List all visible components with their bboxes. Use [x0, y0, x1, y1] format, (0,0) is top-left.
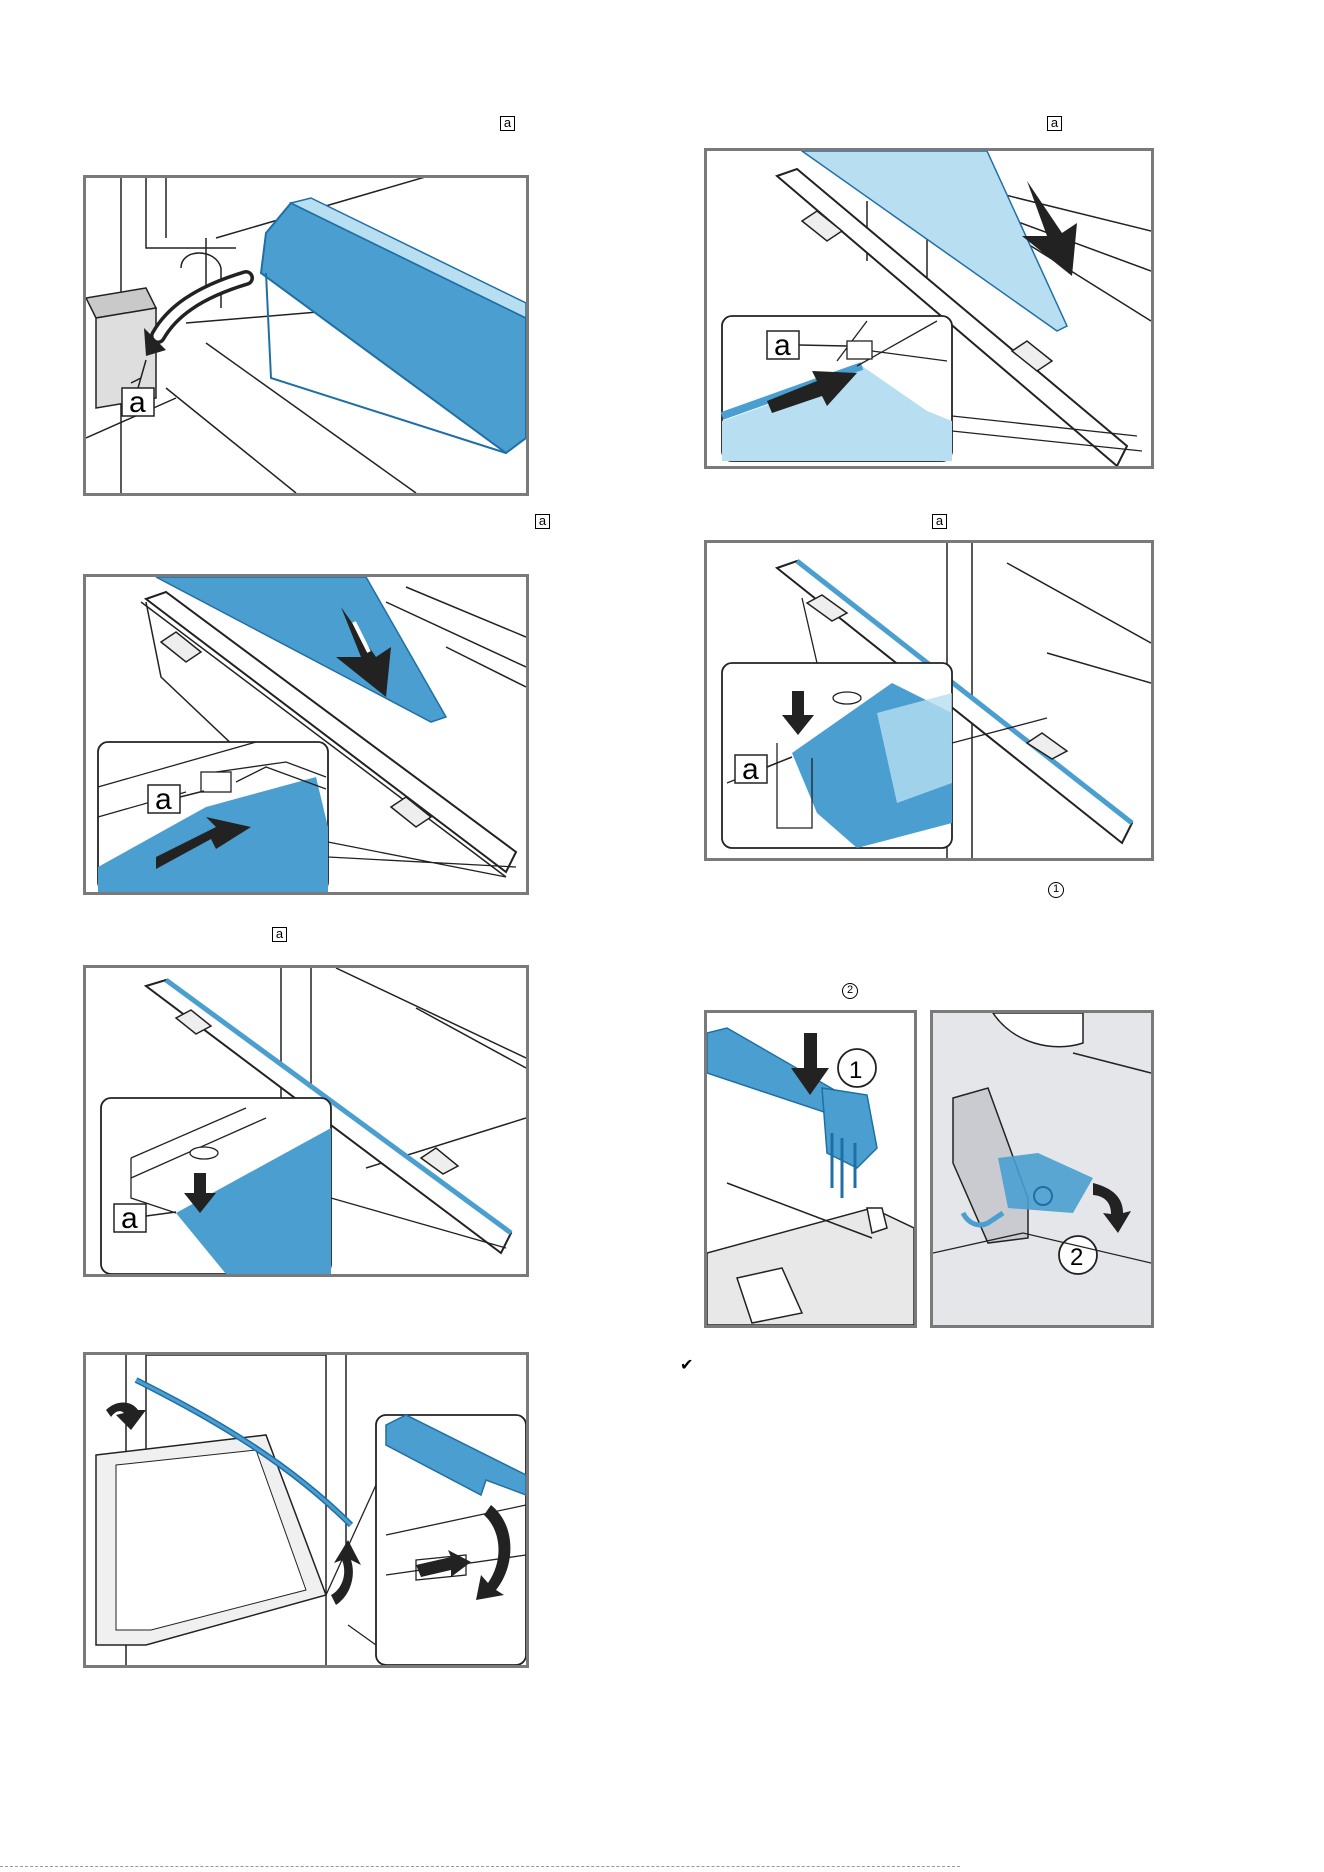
figure-lock-press-down: 1: [704, 1010, 917, 1328]
marker-step-1: 1: [1048, 882, 1064, 898]
figure-7a-label: 1: [849, 1057, 862, 1084]
figure-remove-clip: a: [83, 175, 529, 496]
figure-3-label: a: [121, 1202, 138, 1235]
figure-7b-label: 2: [1070, 1244, 1083, 1271]
check-icon: ✔: [680, 1358, 693, 1374]
figure-3-drawing: a: [86, 968, 526, 1274]
figure-5-drawing: a: [707, 151, 1151, 466]
figure-5-label: a: [774, 329, 791, 362]
figure-6-drawing: a: [707, 543, 1151, 858]
marker-a-4: a: [1047, 116, 1062, 131]
figure-6-label: a: [742, 753, 759, 786]
figure-fit-seal-in-oven: [83, 1352, 529, 1668]
marker-a-2: a: [535, 514, 550, 529]
figure-insert-pane-left: a: [83, 574, 529, 895]
page-footer-rule: [0, 1866, 960, 1867]
marker-a-1: a: [500, 116, 515, 131]
figure-7a-drawing: 1: [707, 1013, 914, 1325]
marker-a-3: a: [272, 927, 287, 942]
figure-1-label: a: [129, 386, 146, 419]
figure-2-drawing: a: [86, 577, 526, 892]
figure-insert-seal-right: a: [704, 540, 1154, 861]
figure-lock-swing-down: 2: [930, 1010, 1154, 1328]
figure-7b-drawing: 2: [933, 1013, 1151, 1325]
figure-insert-pane-right: a: [704, 148, 1154, 469]
figure-1-drawing: a: [86, 178, 526, 493]
figure-2-label: a: [155, 783, 172, 816]
marker-a-5: a: [932, 514, 947, 529]
marker-step-2: 2: [842, 983, 858, 999]
figure-4-drawing: [86, 1355, 526, 1665]
figure-insert-seal-left: a: [83, 965, 529, 1277]
